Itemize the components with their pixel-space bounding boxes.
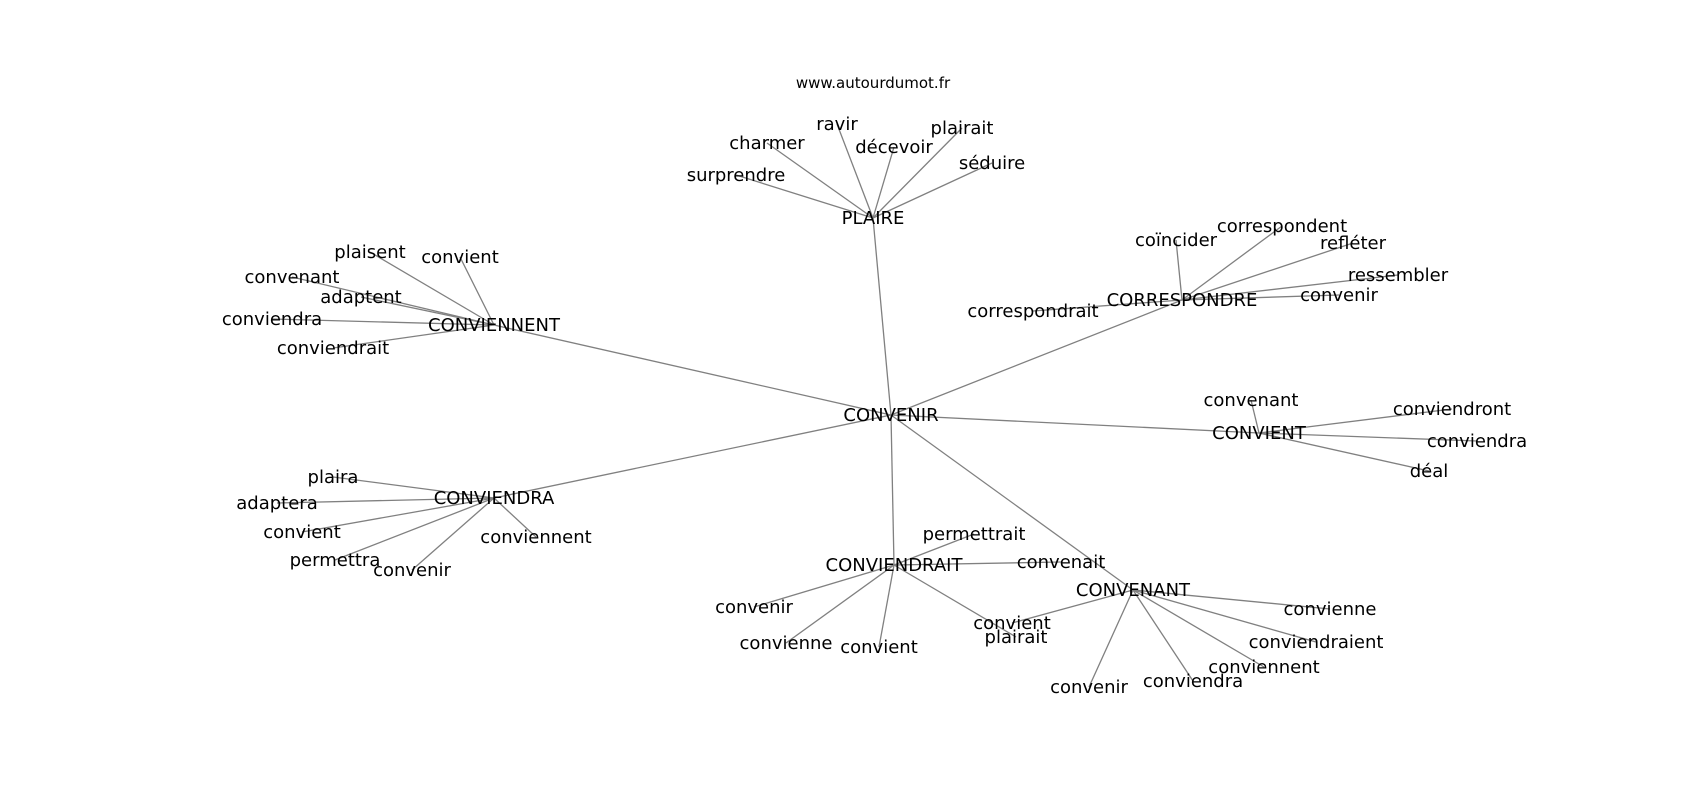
edge-plaire-plairait bbox=[872, 127, 963, 219]
node-center[interactable]: CONVENIR bbox=[843, 405, 938, 426]
edge-center-correspondre bbox=[890, 299, 1183, 416]
edge-center-convient bbox=[890, 414, 1260, 434]
edge-conviendra-adaptera bbox=[276, 497, 495, 504]
node-leaf-correspondre-coincider[interactable]: coïncider bbox=[1135, 230, 1218, 251]
edge-center-convenant bbox=[890, 414, 1134, 591]
edge-conviendra-convient bbox=[301, 497, 495, 533]
node-hub-plaire[interactable]: PLAIRE bbox=[842, 208, 905, 229]
edge-conviendrait-permettrait bbox=[893, 533, 975, 566]
node-leaf-plaire-ravir[interactable]: ravir bbox=[816, 114, 858, 135]
edge-conviendra-plaira bbox=[332, 476, 495, 499]
edge-convenant-conviennent bbox=[1132, 589, 1265, 668]
edge-convenant-conviendra bbox=[1132, 589, 1194, 682]
node-leaf-convient-convenant[interactable]: convenant bbox=[1204, 390, 1299, 411]
node-labels: CONVENIR PLAIRE ravir plairait charmer décevo… bbox=[222, 114, 1527, 698]
edge-conviennent-plaisent bbox=[369, 251, 495, 326]
edge-correspondre-coincider bbox=[1175, 239, 1183, 301]
node-leaf-plaire-surprendre[interactable]: surprendre bbox=[687, 165, 786, 186]
edge-conviendrait-convenait bbox=[893, 561, 1062, 566]
node-leaf-conviendrait-convienne[interactable]: convienne bbox=[740, 633, 833, 654]
node-leaf-conviennent-conviendrait[interactable]: conviendrait bbox=[277, 338, 389, 359]
node-leaf-conviendra-adaptera[interactable]: adaptera bbox=[236, 493, 317, 514]
edge-conviendrait-convient bbox=[878, 564, 895, 648]
node-leaf-convenant-conviennent[interactable]: conviennent bbox=[1208, 657, 1319, 678]
node-leaf-correspondre-ressembler[interactable]: ressembler bbox=[1348, 265, 1449, 286]
node-leaf-conviendra-permettra[interactable]: permettra bbox=[290, 550, 381, 571]
edge-conviennent-convient bbox=[459, 256, 495, 326]
node-leaf-conviendra-convient[interactable]: convient bbox=[263, 522, 341, 543]
edge-convient-deal bbox=[1258, 432, 1430, 472]
node-leaf-conviennent-convenant[interactable]: convenant bbox=[245, 267, 340, 288]
edge-correspondre-convenir bbox=[1181, 294, 1340, 301]
node-hub-conviendra[interactable]: CONVIENDRA bbox=[434, 488, 555, 509]
edge-conviennent-adaptent bbox=[360, 296, 495, 326]
node-leaf-conviennent-adaptent[interactable]: adaptent bbox=[320, 287, 402, 308]
node-leaf-convient-deal[interactable]: déal bbox=[1410, 461, 1449, 482]
edge-conviendra-permettra bbox=[334, 497, 495, 561]
node-leaf-convenant-convenir[interactable]: convenir bbox=[1050, 677, 1128, 698]
source-label: www.autourdumot.fr bbox=[796, 74, 951, 92]
node-leaf-conviendra-convenir[interactable]: convenir bbox=[373, 560, 451, 581]
edge-convient-convenant bbox=[1250, 399, 1260, 434]
node-leaf-conviendra-plaira[interactable]: plaira bbox=[308, 467, 359, 488]
edge-conviendrait-convenir bbox=[753, 564, 895, 608]
node-leaf-correspondre-correspondrait[interactable]: correspondrait bbox=[967, 301, 1098, 322]
node-hub-correspondre[interactable]: CORRESPONDRE bbox=[1107, 290, 1258, 311]
edge-conviendrait-convienne bbox=[785, 564, 895, 644]
node-leaf-conviennent-conviendra[interactable]: conviendra bbox=[222, 309, 322, 330]
node-hub-convient[interactable]: CONVIENT bbox=[1212, 423, 1307, 444]
node-leaf-plaire-plairait[interactable]: plairait bbox=[931, 118, 994, 139]
edge-plaire-surprendre bbox=[735, 174, 874, 219]
edge-correspondre-refleter bbox=[1181, 242, 1354, 301]
edge-conviennent-conviendrait bbox=[332, 324, 495, 349]
node-leaf-convenant-conviendra[interactable]: conviendra bbox=[1143, 671, 1243, 692]
edge-conviennent-convenant bbox=[291, 276, 495, 326]
node-leaf-conviendrait-convient[interactable]: convient bbox=[840, 637, 918, 658]
edge-plaire-decevoir bbox=[872, 146, 895, 219]
node-leaf-conviennent-convient[interactable]: convient bbox=[421, 247, 499, 268]
edge-plaire-ravir bbox=[836, 123, 874, 219]
node-leaf-convenant-conviendraient[interactable]: conviendraient bbox=[1249, 632, 1384, 653]
edge-convenant-convient bbox=[1011, 589, 1134, 624]
edge-center-conviendra bbox=[493, 414, 892, 499]
edges bbox=[271, 123, 1478, 688]
node-leaf-convenant-convienne[interactable]: convienne bbox=[1284, 599, 1377, 620]
node-leaf-convient-conviendront[interactable]: conviendront bbox=[1393, 399, 1511, 420]
edge-convenant-convenir bbox=[1088, 589, 1134, 688]
node-hub-convenant[interactable]: CONVENANT bbox=[1076, 580, 1191, 601]
edge-center-conviennent bbox=[493, 324, 892, 416]
edge-convenant-conviendraient bbox=[1132, 589, 1317, 643]
edge-convenant-convienne bbox=[1132, 589, 1331, 610]
node-hub-conviendrait[interactable]: CONVIENDRAIT bbox=[826, 555, 964, 576]
node-leaf-correspondre-convenir[interactable]: convenir bbox=[1300, 285, 1378, 306]
edge-correspondre-ressembler bbox=[1181, 274, 1399, 301]
node-leaf-conviendrait-permettrait[interactable]: permettrait bbox=[923, 524, 1026, 545]
node-leaf-plaire-seduire[interactable]: séduire bbox=[959, 153, 1025, 174]
node-leaf-plaire-charmer[interactable]: charmer bbox=[729, 133, 805, 154]
edge-conviennent-conviendra bbox=[271, 318, 495, 326]
edge-correspondre-correspondent bbox=[1181, 225, 1283, 301]
edge-convient-conviendront bbox=[1258, 408, 1453, 434]
node-leaf-convenant-convient[interactable]: convient bbox=[973, 613, 1051, 634]
node-leaf-conviendrait-convenir[interactable]: convenir bbox=[715, 597, 793, 618]
edge-conviendra-conviennent bbox=[493, 497, 537, 538]
node-leaf-convient-conviendra[interactable]: conviendra bbox=[1427, 431, 1527, 452]
edge-convient-conviendra bbox=[1258, 432, 1478, 442]
node-leaf-correspondre-correspondent[interactable]: correspondent bbox=[1217, 216, 1347, 237]
node-leaf-correspondre-refleter[interactable]: refléter bbox=[1320, 233, 1387, 254]
edge-conviendra-convenir bbox=[411, 497, 495, 571]
edge-conviendrait-plairait bbox=[893, 564, 1017, 638]
node-leaf-conviendra-conviennent[interactable]: conviennent bbox=[480, 527, 591, 548]
edge-correspondre-correspondrait bbox=[1032, 299, 1183, 312]
node-leaf-conviendrait-plairait[interactable]: plairait bbox=[985, 627, 1048, 648]
node-hub-conviennent[interactable]: CONVIENNENT bbox=[428, 315, 561, 336]
edge-plaire-seduire bbox=[872, 162, 993, 219]
node-leaf-conviendrait-convenait[interactable]: convenait bbox=[1017, 552, 1106, 573]
node-leaf-plaire-decevoir[interactable]: décevoir bbox=[855, 137, 933, 158]
edge-center-conviendrait bbox=[890, 414, 895, 566]
node-leaf-conviennent-plaisent[interactable]: plaisent bbox=[334, 242, 405, 263]
edge-center-plaire bbox=[872, 217, 892, 416]
edge-plaire-charmer bbox=[766, 142, 874, 219]
